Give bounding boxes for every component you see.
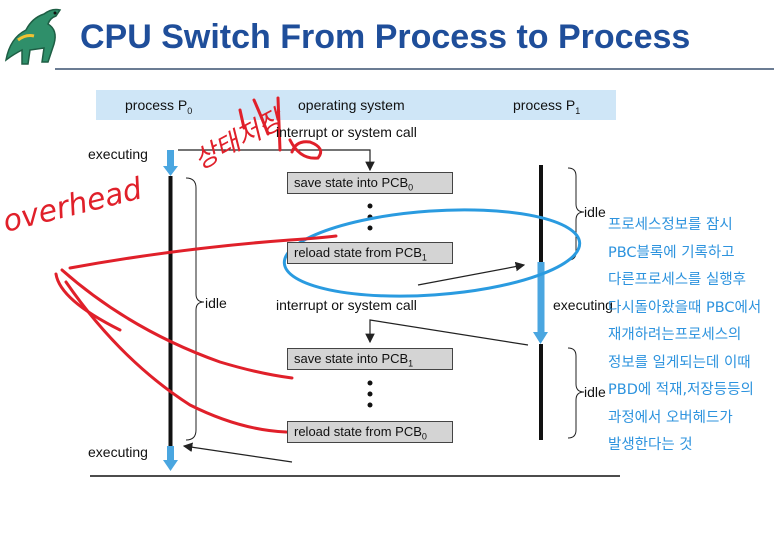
header-process-p0: process P0	[125, 97, 192, 116]
interrupt-arrow-2	[365, 319, 529, 346]
dispatch-to-p0-arrow	[182, 442, 293, 463]
save-state-pcb0-subscript: 0	[408, 182, 414, 193]
header-process-p1-label: process P	[513, 97, 576, 113]
interrupt-arrow-1	[178, 149, 375, 172]
handwritten-overhead-text: overhead	[0, 171, 146, 239]
reload-state-pcb1-box: reload state from PCB1	[287, 242, 453, 264]
p1-idle-brace-top	[567, 167, 585, 261]
ellipsis-dots-bottom	[367, 380, 373, 408]
header-process-p1: process P1	[513, 97, 580, 116]
dinosaur-logo-icon	[0, 0, 72, 70]
reload-state-pcb0-box: reload state from PCB0	[287, 421, 453, 443]
p0-executing-top-arrow	[163, 150, 178, 176]
p1-executing-arrow	[533, 262, 548, 344]
dispatch-to-p1-arrow	[417, 261, 526, 286]
handwritten-blue-circle	[282, 208, 582, 298]
ellipsis-dots-top	[367, 203, 373, 231]
reload-state-pcb0-subscript: 0	[421, 431, 427, 442]
title-divider	[55, 68, 774, 70]
save-state-pcb0-text: save state into PCB	[294, 175, 409, 190]
p1-executing-label: executing	[553, 297, 613, 313]
p1-idle-brace-bottom	[567, 347, 585, 439]
reload-state-pcb1-subscript: 1	[421, 252, 427, 263]
handwritten-red-strokes	[54, 96, 338, 434]
save-state-pcb1-text: save state into PCB	[294, 351, 409, 366]
p1-idle-label-top: idle	[584, 204, 606, 220]
page-title: CPU Switch From Process to Process	[80, 18, 691, 56]
interrupt-label-1: interrupt or system call	[276, 124, 417, 140]
korean-annotation-note: 프로세스정보를 잠시 PBC블록에 기록하고 다른프로세스를 실행후 다시돌아왔…	[608, 217, 762, 453]
reload-state-pcb1-text: reload state from PCB	[294, 245, 422, 260]
save-state-pcb1-box: save state into PCB1	[287, 348, 453, 370]
p0-idle-label: idle	[205, 295, 227, 311]
p0-executing-label-top: executing	[88, 146, 148, 162]
save-state-pcb1-subscript: 1	[408, 358, 414, 369]
p0-executing-label-bottom: executing	[88, 444, 148, 460]
interrupt-label-2: interrupt or system call	[276, 297, 417, 313]
reload-state-pcb0-text: reload state from PCB	[294, 424, 422, 439]
save-state-pcb0-box: save state into PCB0	[287, 172, 453, 194]
column-header-band	[96, 90, 616, 120]
header-process-p0-subscript: 0	[187, 105, 193, 116]
header-process-p1-subscript: 1	[575, 105, 581, 116]
header-process-p0-label: process P	[125, 97, 188, 113]
p0-idle-brace	[185, 177, 205, 441]
header-operating-system: operating system	[298, 97, 405, 113]
p0-executing-bottom-arrow	[163, 446, 178, 471]
p1-idle-label-bottom: idle	[584, 384, 606, 400]
